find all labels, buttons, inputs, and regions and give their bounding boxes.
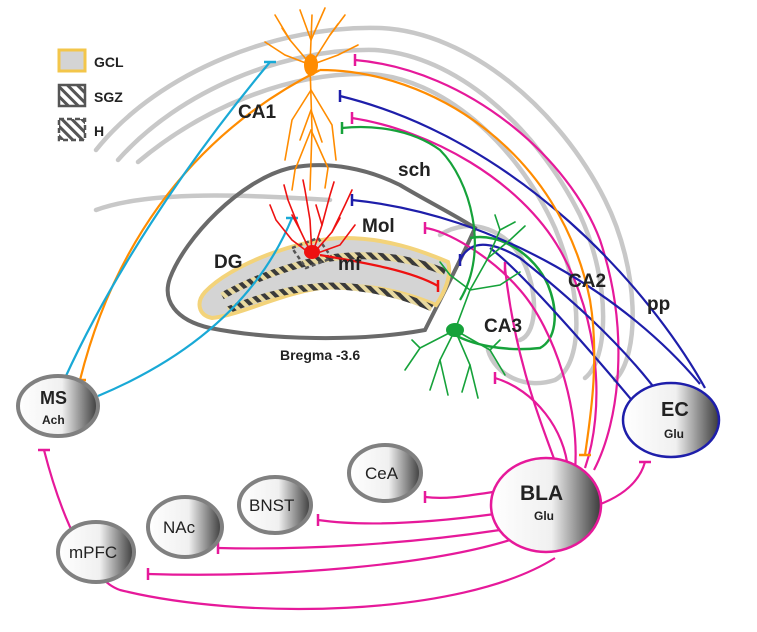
ms-node-name: MS bbox=[40, 388, 67, 408]
sgz-layer-lower bbox=[226, 282, 434, 314]
dg-label: DG bbox=[214, 252, 243, 273]
ms-node: MS Ach bbox=[16, 374, 100, 438]
cea-node: CeA bbox=[347, 443, 423, 503]
ms-projections bbox=[64, 61, 294, 398]
bnst-node-name: BNST bbox=[249, 496, 294, 515]
bla-node-sub: Glu bbox=[534, 509, 554, 523]
legend-sgz-swatch bbox=[57, 83, 87, 108]
ca1-label: CA1 bbox=[238, 102, 276, 123]
synapse-markers bbox=[38, 54, 651, 580]
sch-label: sch bbox=[398, 160, 431, 181]
nac-node: NAc bbox=[146, 495, 224, 559]
legend-h-label: H bbox=[94, 123, 104, 139]
legend-gcl-swatch bbox=[57, 48, 87, 73]
bla-node-name: BLA bbox=[520, 482, 563, 505]
ec-node: EC Glu bbox=[621, 381, 721, 459]
mpfc-node: mPFC bbox=[56, 520, 136, 584]
bnst-node: BNST bbox=[237, 475, 313, 535]
ca3-label: CA3 bbox=[484, 316, 522, 337]
ec-node-name: EC bbox=[661, 399, 689, 421]
ec-node-sub: Glu bbox=[664, 427, 684, 441]
ms-node-sub: Ach bbox=[42, 413, 65, 427]
dg-outline bbox=[165, 163, 478, 341]
hippocampus-outline bbox=[93, 25, 635, 386]
pp-label: pp bbox=[647, 294, 670, 315]
mol-label: Mol bbox=[362, 216, 395, 237]
mf-label: mf bbox=[338, 254, 362, 275]
ca3-outline bbox=[449, 235, 556, 351]
cea-node-name: CeA bbox=[365, 464, 399, 483]
mossy-fiber bbox=[319, 253, 439, 287]
ca3-pyramidal-neuron bbox=[404, 214, 526, 399]
nac-node-name: NAc bbox=[163, 518, 196, 537]
legend-sgz-label: SGZ bbox=[94, 89, 123, 105]
dg-granule-cells bbox=[269, 179, 356, 259]
bla-node: BLA Glu bbox=[489, 456, 603, 554]
mpfc-node-name: mPFC bbox=[69, 543, 117, 562]
legend: GCL SGZ H bbox=[57, 48, 124, 142]
ca1-projections bbox=[78, 68, 596, 456]
ca2-label: CA2 bbox=[568, 271, 606, 292]
ca1-pyramidal-neuron bbox=[264, 7, 359, 191]
legend-h-swatch bbox=[57, 117, 87, 142]
bregma-label: Bregma -3.6 bbox=[280, 347, 360, 363]
ec-projections bbox=[339, 94, 706, 411]
bla-projections bbox=[42, 58, 647, 611]
schaffer-collateral bbox=[341, 125, 476, 301]
legend-gcl-label: GCL bbox=[94, 54, 124, 70]
